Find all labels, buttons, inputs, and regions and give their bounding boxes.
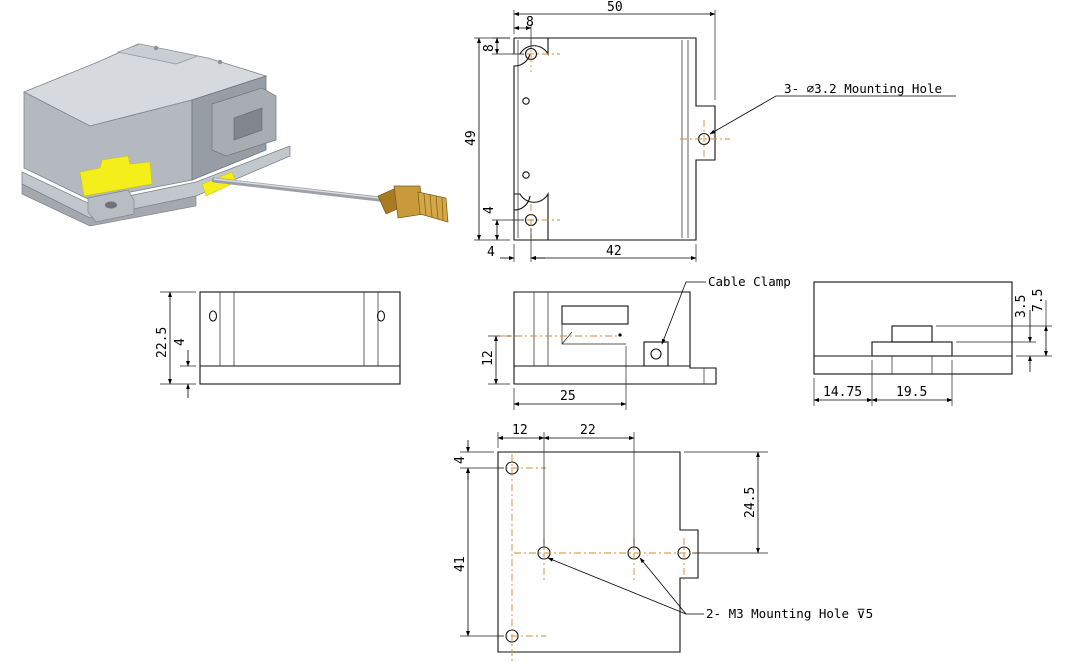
iso-tab-hole [105,201,117,209]
front-view-outline [199,291,401,385]
dim-bottom-mid: 22 [580,423,596,438]
top-view-pin-2 [522,171,530,179]
end-view-outline [813,281,1013,375]
isometric-3d-view [21,43,449,227]
dim-hole-y: 8 [482,44,497,52]
dim-base-width: 42 [606,244,622,259]
callout-cable-clamp: Cable Clamp [708,274,791,289]
front-view-hole-l [208,310,218,322]
dim-end-slot: 19.5 [896,385,927,400]
iso-top-hole-1 [153,45,159,51]
dim-overall-width: 50 [607,0,623,15]
top-view-pin-1 [522,97,530,105]
side-view-outline [513,291,717,385]
dim-bottom-hole: 4 [482,206,497,214]
iso-top-boss [116,43,200,65]
dim-hole-x: 8 [526,15,534,30]
top-view: 50 8 8 49 4 4 42 3- ∅3.2 Mounting Hole [464,0,956,262]
callout-mounting-hole: 3- ∅3.2 Mounting Hole [784,81,942,96]
dim-bottom-span: 41 [453,556,468,572]
dim-overall-height: 49 [464,130,479,146]
iso-cable [211,177,391,203]
dim-cable-offset: 25 [560,389,576,404]
iso-sma-connector [377,185,449,223]
dim-bottom-left: 12 [512,423,528,438]
iso-top-hole-2 [217,59,223,65]
dim-bottom-top: 4 [453,456,468,464]
dim-bottom-row: 24.5 [743,487,758,518]
dim-end-depth: 3.5 [1014,295,1029,318]
end-view-slot-inner [891,325,933,343]
iso-right-slot [233,107,263,141]
dim-end-left: 14.75 [823,385,862,400]
dim-cable-height: 12 [481,350,496,366]
bottom-view: 12 22 4 41 24.5 2- M3 Mounting Hole ⊽5 [453,423,873,662]
end-view: 14.75 19.5 3.5 7.5 [813,281,1052,406]
dim-front-height: 22.5 [155,327,170,358]
side-view: 12 25 Cable Clamp [481,274,791,410]
front-view-hole-r [376,310,386,322]
dim-end-height: 7.5 [1031,289,1046,312]
callout-m3-hole: 2- M3 Mounting Hole ⊽5 [706,606,873,621]
iso-yellow-label [79,155,153,197]
front-view: 22.5 4 [155,291,401,398]
iso-cable-highlight [213,178,389,200]
dim-front-base: 4 [173,338,188,346]
dim-left-offset: 4 [487,245,495,260]
cable-clamp-shape [643,341,669,367]
bottom-view-outline [497,451,699,653]
end-view-slot-outer [871,341,953,357]
